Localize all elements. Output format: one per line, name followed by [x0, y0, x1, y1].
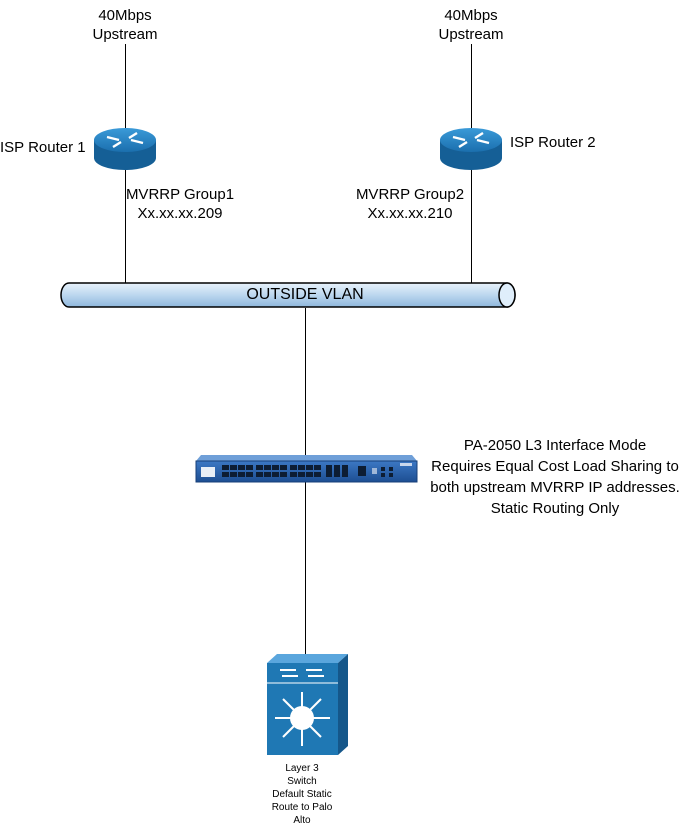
isp-router-2-label: ISP Router 2	[510, 134, 596, 151]
firewall-note-line-2: Requires Equal Cost Load Sharing to	[431, 458, 679, 475]
isp2-uplink-line	[471, 44, 472, 134]
pa-2050-firewall-icon[interactable]	[195, 455, 418, 483]
firewall-to-switch-line	[305, 482, 306, 654]
switch-caption-line-5: Alto	[293, 815, 311, 826]
isp2-to-vlan-line	[471, 168, 472, 283]
switch-caption-line-1: Layer 3	[285, 763, 319, 774]
isp2-mvrrp-group: MVRRP Group2	[355, 186, 465, 203]
outside-vlan-pipe	[60, 282, 516, 308]
firewall-note-line-4: Static Routing Only	[490, 500, 620, 517]
isp1-uplink-direction: Upstream	[92, 26, 158, 43]
outside-vlan-label: OUTSIDE VLAN	[246, 286, 364, 303]
isp-router-2-icon[interactable]	[440, 128, 502, 170]
isp1-ip-address: Xx.xx.xx.209	[137, 205, 223, 222]
isp-router-1-label: ISP Router 1	[0, 139, 86, 156]
firewall-note-line-3: both upstream MVRRP IP addresses.	[430, 479, 680, 496]
isp2-uplink-direction: Upstream	[438, 26, 504, 43]
isp1-uplink-line	[125, 44, 126, 134]
isp2-ip-address: Xx.xx.xx.210	[367, 205, 453, 222]
isp-router-1-icon[interactable]	[94, 128, 156, 170]
isp1-mvrrp-group: MVRRP Group1	[125, 186, 235, 203]
switch-caption-line-2: Switch	[287, 776, 317, 787]
isp2-uplink-speed: 40Mbps	[444, 7, 498, 24]
switch-caption-line-4: Route to Palo	[271, 802, 333, 813]
layer-3-switch-icon[interactable]	[267, 654, 348, 755]
isp1-to-vlan-line	[125, 168, 126, 283]
switch-caption-line-3: Default Static	[272, 789, 332, 800]
firewall-note-line-1: PA-2050 L3 Interface Mode	[463, 437, 647, 454]
isp1-uplink-speed: 40Mbps	[98, 7, 152, 24]
vlan-to-firewall-line	[305, 308, 306, 458]
